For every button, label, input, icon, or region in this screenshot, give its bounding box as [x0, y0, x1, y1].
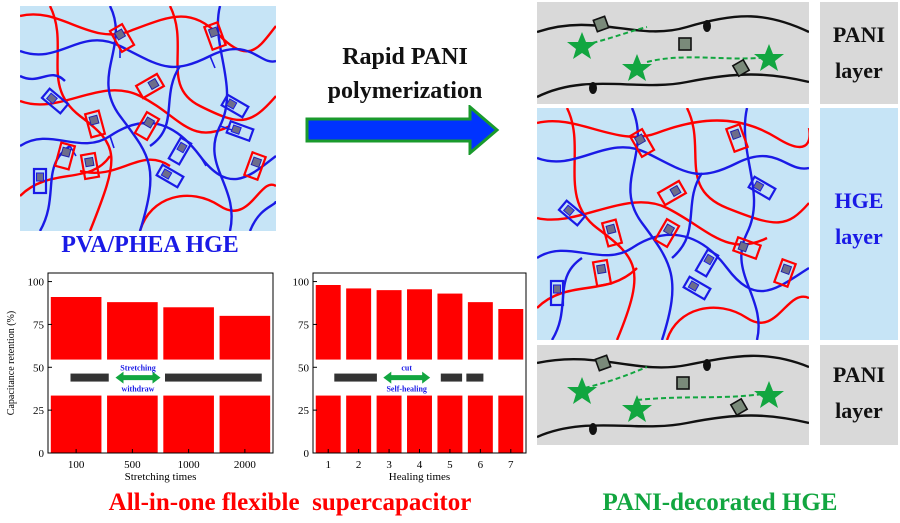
y-tick-label: 75 [298, 319, 310, 331]
y-tick-label: 100 [28, 277, 45, 289]
x-tick-label: 500 [124, 459, 141, 471]
pani-chain-illustration [537, 15, 809, 99]
bottom-right-title: PANI-decorated HGE [602, 489, 838, 516]
y-axis-label: Capacitance retention (%) [6, 311, 17, 415]
y-tick-label: 75 [33, 319, 45, 331]
hge-layer-panel [537, 108, 809, 340]
x-axis-label: Stretching times [125, 471, 197, 483]
inset-strip-segment-1 [440, 373, 463, 382]
y-tick-label: 100 [293, 277, 310, 289]
x-tick-label: 7 [508, 459, 514, 471]
inset-strip-segment-0 [70, 373, 109, 382]
inset-arrow-left-head [383, 371, 392, 384]
inset-label-bottom: Self-healing [386, 385, 426, 394]
x-tick-label: 1 [325, 459, 331, 471]
hge-label-panel [820, 108, 898, 340]
y-tick-label: 50 [33, 362, 45, 374]
y-tick-label: 0 [39, 448, 45, 460]
hge-label-line2: layer [835, 224, 883, 249]
bottom-left-title: All-in-one flexible supercapacitor [108, 489, 472, 516]
pani-chain-illustration-bottom [537, 354, 809, 439]
inset-arrow-right-head [422, 371, 431, 384]
x-tick-label: 1000 [178, 459, 201, 471]
y-tick-label: 25 [298, 405, 310, 417]
pani-bottom-label-line2: layer [835, 398, 883, 423]
gel-network-illustration [20, 6, 276, 231]
pani-bottom-label-line1: PANI [832, 362, 886, 387]
y-tick-label: 25 [33, 405, 45, 417]
inset-strip-segment-2 [466, 373, 484, 382]
gel-network-panel [20, 6, 276, 231]
pani-layer-top-panel [537, 2, 809, 104]
plot-frame [47, 272, 274, 454]
process-label-line1: Rapid PANI [342, 44, 468, 70]
inset-strip-segment-1 [165, 373, 262, 382]
pani-top-label-line2: layer [835, 58, 883, 83]
process-label-line2: polymerization [327, 78, 483, 104]
inset-arrow-right-head [152, 371, 161, 384]
pani-bottom-label-panel [820, 345, 898, 445]
x-tick-label: 5 [447, 459, 453, 471]
x-tick-label: 6 [478, 459, 484, 471]
pani-top-label-panel [820, 2, 898, 104]
hge-label-line1: HGE [834, 188, 884, 213]
y-tick-label: 0 [304, 448, 310, 460]
y-tick-label: 50 [298, 362, 310, 374]
x-tick-label: 2 [356, 459, 362, 471]
pani-layer-bottom-panel [537, 345, 809, 445]
pani-top-label-line1: PANI [832, 22, 886, 47]
x-axis-label: Healing times [389, 471, 450, 483]
x-tick-label: 100 [68, 459, 85, 471]
inset-arrow-left-head [115, 371, 124, 384]
x-tick-label: 3 [386, 459, 392, 471]
stretching-chart: Stretching withdraw 0 25 50 75 100 100 500 1000 20… [2, 265, 277, 485]
inset-strip-segment-0 [334, 373, 377, 382]
gel-caption: PVA/PHEA HGE [61, 232, 239, 258]
x-tick-label: 2000 [234, 459, 257, 471]
hge-network-illustration [537, 108, 809, 340]
inset-label-bottom: withdraw [122, 385, 155, 394]
inset-label-top: cut [401, 364, 412, 373]
x-tick-label: 4 [417, 459, 423, 471]
process-arrow [305, 105, 500, 155]
inset-label-top: Stretching [120, 364, 155, 373]
